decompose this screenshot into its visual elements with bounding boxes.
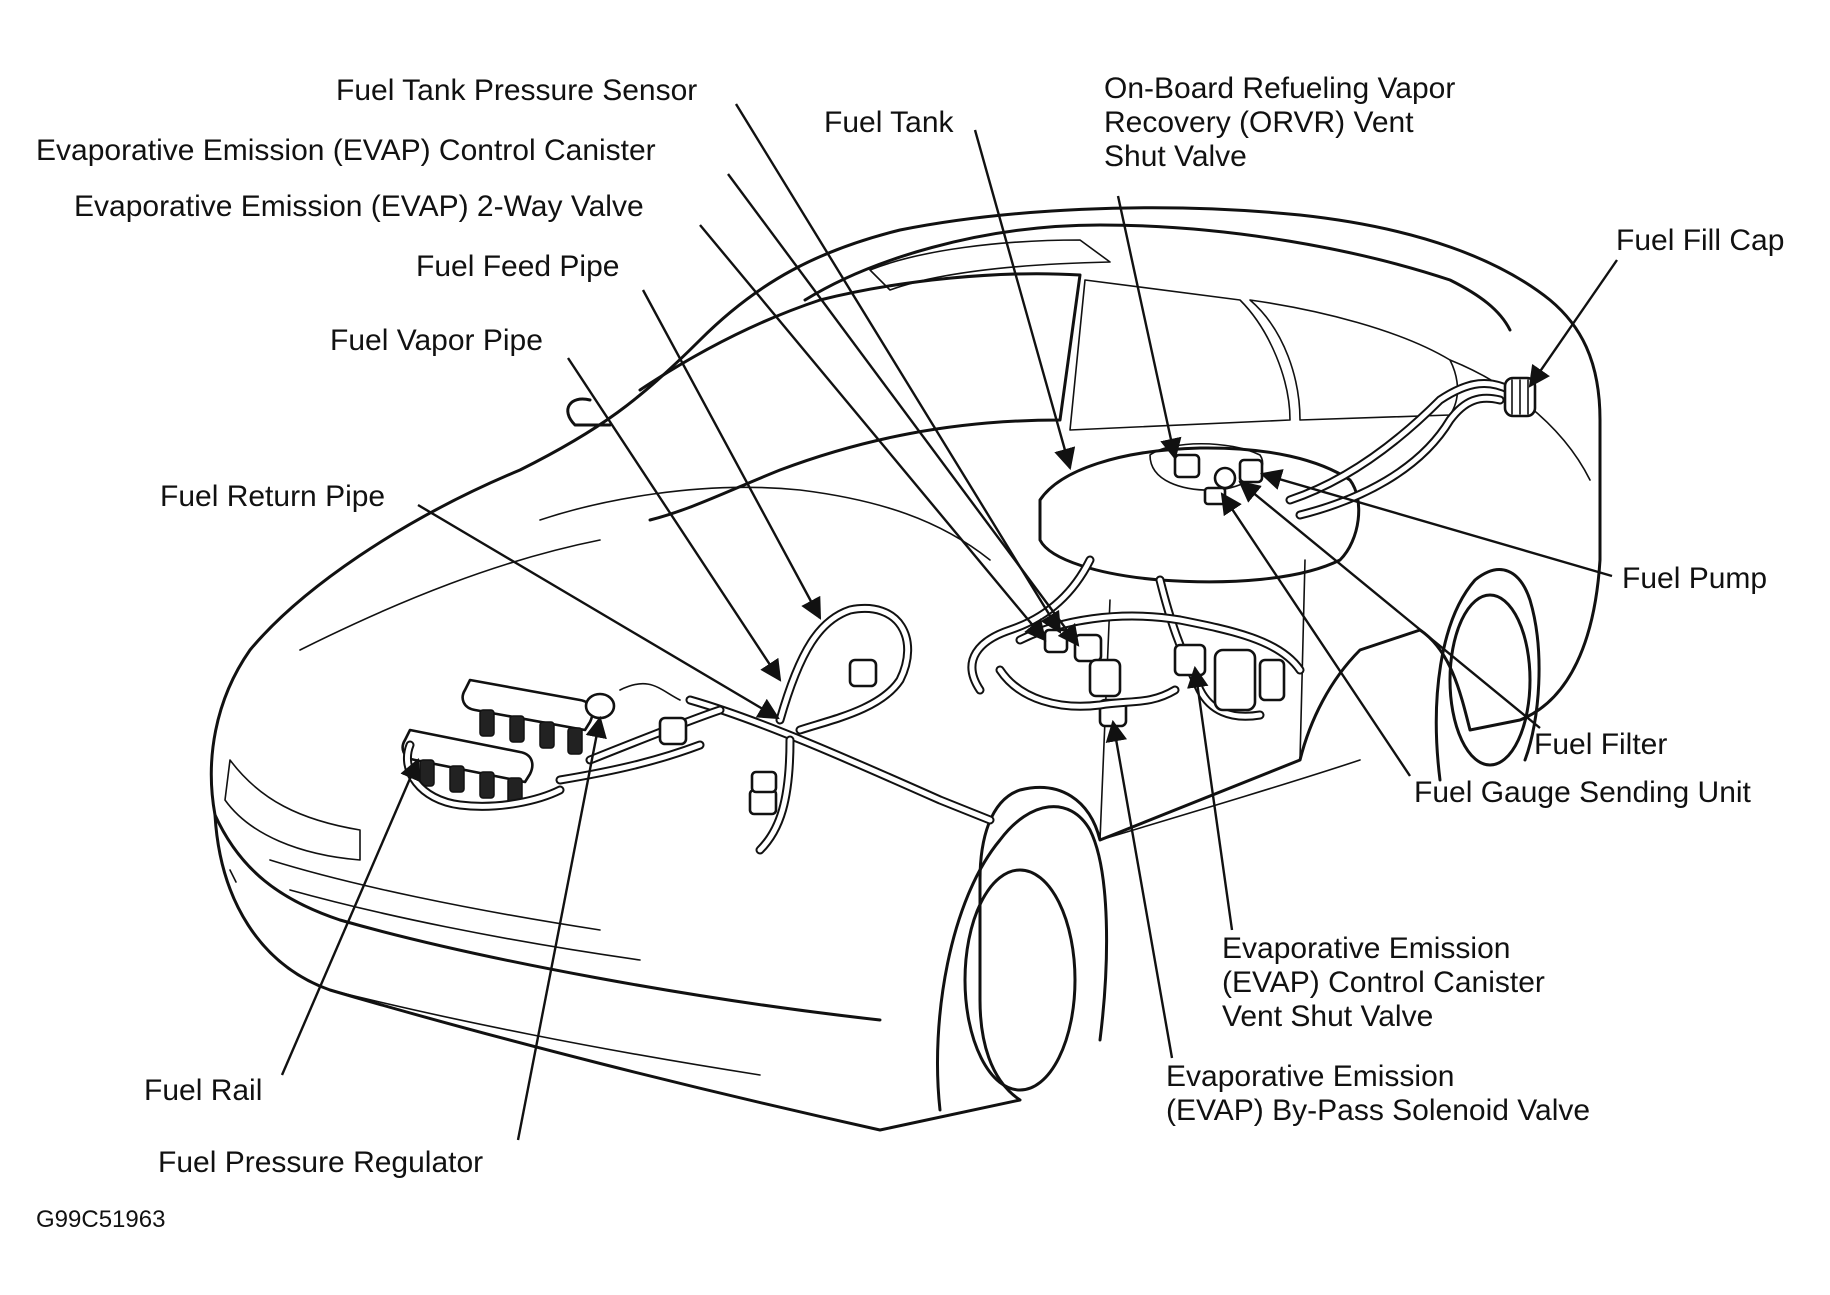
- label-fuel-feed-pipe: Fuel Feed Pipe: [416, 250, 620, 283]
- leader-fuel-pump: [1259, 469, 1613, 578]
- label-orvr-line3: Shut Valve: [1104, 140, 1247, 173]
- rear-wheel: [1448, 593, 1532, 767]
- label-fuel-return-pipe: Fuel Return Pipe: [160, 480, 386, 513]
- rear-wheel-arch: [1434, 568, 1541, 782]
- label-fuel-vapor-pipe: Fuel Vapor Pipe: [330, 324, 543, 357]
- label-vent-shut-line1: Evaporative Emission: [1222, 932, 1511, 965]
- headlight: [224, 759, 361, 861]
- label-evap-2way-valve: Evaporative Emission (EVAP) 2-Way Valve: [74, 190, 644, 223]
- label-vent-shut-line3: Vent Shut Valve: [1222, 1000, 1434, 1033]
- leader-fuel-tank: [973, 129, 1076, 471]
- car-sunroof: [869, 239, 1111, 291]
- label-fuel-tank: Fuel Tank: [824, 106, 954, 139]
- figure-code: G99C51963: [36, 1206, 166, 1233]
- leader-bypass-solenoid: [1105, 719, 1174, 1059]
- orvr-valve-part: [1173, 453, 1201, 479]
- front-bumper: [213, 813, 882, 1022]
- label-fuel-filter: Fuel Filter: [1534, 728, 1668, 761]
- label-fuel-gauge-sending-unit: Fuel Gauge Sending Unit: [1414, 776, 1751, 809]
- rear-mirror: [566, 397, 612, 427]
- front-grille: [269, 859, 641, 961]
- leader-fuel-feed-pipe: [641, 289, 822, 620]
- leader-fuel-pressure-regulator: [516, 715, 607, 1141]
- label-fuel-fill-cap: Fuel Fill Cap: [1616, 224, 1785, 257]
- label-bypass-line2: (EVAP) By-Pass Solenoid Valve: [1166, 1094, 1591, 1127]
- leader-fuel-vapor-pipe: [566, 357, 782, 682]
- front-wheel: [963, 868, 1077, 1092]
- label-orvr-line2: Recovery (ORVR) Vent: [1104, 106, 1414, 139]
- leader-fuel-rail: [280, 758, 421, 1076]
- car-hood: [539, 486, 991, 561]
- front-wheel-arch: [936, 805, 1109, 1112]
- label-fuel-rail: Fuel Rail: [144, 1074, 263, 1107]
- car-body-outline: [209, 206, 1602, 1132]
- evap-control-canister-part: [1088, 658, 1122, 698]
- leader-evap-control-canister: [727, 173, 1080, 647]
- fuel-rail-lower: [401, 728, 534, 784]
- side-sill: [1099, 759, 1361, 841]
- lower-bumper-line: [329, 989, 761, 1076]
- label-orvr-line1: On-Board Refueling Vapor: [1104, 72, 1456, 105]
- label-evap-control-canister: Evaporative Emission (EVAP) Control Cani…: [36, 134, 656, 167]
- label-fuel-pressure-regulator: Fuel Pressure Regulator: [158, 1146, 484, 1179]
- leader-fuel-filter: [1238, 480, 1541, 729]
- car-roof: [803, 223, 1512, 332]
- label-vent-shut-line2: (EVAP) Control Canister: [1222, 966, 1545, 999]
- label-bypass-line1: Evaporative Emission: [1166, 1060, 1455, 1093]
- label-fuel-tank-pressure-sensor: Fuel Tank Pressure Sensor: [336, 74, 698, 107]
- car-side-window-front: [1069, 279, 1291, 431]
- leader-fuel-tank-pressure-sensor: [734, 103, 1062, 634]
- leader-fuel-fill-cap: [1528, 259, 1618, 388]
- car-windshield: [638, 272, 1082, 522]
- car-side-window-rear: [1249, 299, 1459, 421]
- evap-2way-valve-part: [1073, 633, 1103, 663]
- leader-fuel-gauge-sending-unit: [1220, 492, 1411, 777]
- leader-fuel-return-pipe: [417, 503, 780, 720]
- label-fuel-pump: Fuel Pump: [1622, 562, 1768, 595]
- leader-evap-2way-valve: [699, 224, 1047, 642]
- leader-orvr: [1116, 195, 1182, 461]
- leader-vent-shut-valve: [1187, 665, 1234, 931]
- car-hood-crease: [299, 539, 601, 651]
